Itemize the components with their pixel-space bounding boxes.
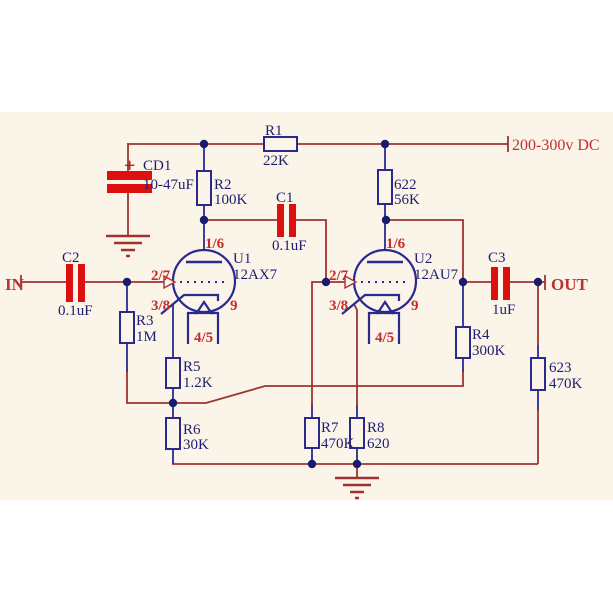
resistor-R8: R8 620 bbox=[349, 417, 390, 452]
r623-ref-label: 623 bbox=[549, 360, 572, 376]
u2-pin-heater-label: 4/5 bbox=[375, 330, 394, 346]
capacitor-C2: C2 0.1uF bbox=[58, 250, 93, 319]
resistor-622: 622 56K bbox=[377, 169, 420, 208]
r7-value-label: 470K bbox=[321, 436, 355, 452]
tube-U1: U1 12AX7 1/6 2/7 3/8 9 4/5 bbox=[151, 236, 278, 346]
resistor-R6: R6 30K bbox=[165, 417, 209, 453]
c3-value-label: 1uF bbox=[492, 302, 515, 318]
r6-ref-label: R6 bbox=[183, 422, 201, 438]
r1-value-label: 22K bbox=[263, 153, 289, 169]
u2-model-label: 12AU7 bbox=[414, 267, 459, 283]
r2-ref-label: R2 bbox=[214, 177, 232, 193]
output-terminal-label: OUT bbox=[551, 275, 589, 294]
grid-arrow-icon bbox=[163, 274, 177, 290]
cd1-value-label: 10-47uF bbox=[143, 177, 194, 193]
resistor-R5: R5 1.2K bbox=[165, 357, 213, 391]
cd1-ref-label: CD1 bbox=[143, 158, 171, 174]
r4-value-label: 300K bbox=[472, 343, 506, 359]
r7-ref-label: R7 bbox=[321, 420, 339, 436]
ground-icon bbox=[335, 476, 379, 500]
resistor-R4: R4 300K bbox=[455, 326, 506, 359]
u1-ref-label: U1 bbox=[233, 251, 251, 267]
u1-pin-grid-label: 2/7 bbox=[151, 268, 171, 284]
r8-value-label: 620 bbox=[367, 436, 390, 452]
grid-arrow-icon bbox=[344, 274, 358, 290]
capacitor-C1: C1 0.1uF bbox=[272, 190, 307, 254]
r622-ref-label: 622 bbox=[394, 177, 417, 193]
resistor-623: 623 470K bbox=[530, 357, 583, 392]
u2-pin-plate-label: 1/6 bbox=[386, 236, 406, 252]
r5-value-label: 1.2K bbox=[183, 375, 213, 391]
cd1-polarity: + bbox=[124, 155, 135, 177]
power-rail-label: 200-300v DC bbox=[512, 137, 600, 154]
u1-pin-plate-label: 1/6 bbox=[205, 236, 225, 252]
c1-value-label: 0.1uF bbox=[272, 238, 307, 254]
capacitor-C3: C3 1uF bbox=[488, 250, 515, 318]
c3-ref-label: C3 bbox=[488, 250, 506, 266]
schematic-canvas bbox=[0, 112, 613, 500]
r622-value-label: 56K bbox=[394, 192, 420, 208]
input-terminal-label: IN bbox=[5, 275, 25, 294]
u1-model-label: 12AX7 bbox=[233, 267, 278, 283]
ground-icon bbox=[106, 234, 150, 258]
resistor-R3: R3 1M bbox=[119, 311, 157, 345]
u2-pin-grid-label: 2/7 bbox=[329, 268, 349, 284]
u1-pin-heater-label: 4/5 bbox=[194, 330, 213, 346]
resistor-R7: R7 470K bbox=[304, 417, 355, 452]
u2-pin-cathode-label: 3/8 bbox=[329, 298, 348, 314]
c2-ref-label: C2 bbox=[62, 250, 80, 266]
junction-dots bbox=[122, 139, 543, 469]
r3-value-label: 1M bbox=[136, 329, 157, 345]
r3-ref-label: R3 bbox=[136, 313, 154, 329]
capacitor-CD1: + CD1 10-47uF bbox=[107, 155, 194, 193]
resistor-R2: R2 100K bbox=[196, 170, 248, 208]
u2-pin-heater-ct-label: 9 bbox=[411, 298, 419, 314]
u2-ref-label: U2 bbox=[414, 251, 432, 267]
r1-ref-label: R1 bbox=[265, 123, 283, 139]
r2-value-label: 100K bbox=[214, 192, 248, 208]
r623-value-label: 470K bbox=[549, 376, 583, 392]
r8-ref-label: R8 bbox=[367, 420, 385, 436]
c2-value-label: 0.1uF bbox=[58, 303, 93, 319]
tube-U2: U2 12AU7 1/6 2/7 3/8 9 4/5 bbox=[329, 236, 459, 346]
u1-pin-cathode-label: 3/8 bbox=[151, 298, 170, 314]
u1-pin-heater-ct-label: 9 bbox=[230, 298, 238, 314]
c1-ref-label: C1 bbox=[276, 190, 294, 206]
r6-value-label: 30K bbox=[183, 437, 209, 453]
resistor-R1: R1 22K bbox=[263, 123, 298, 169]
r5-ref-label: R5 bbox=[183, 359, 201, 375]
r4-ref-label: R4 bbox=[472, 327, 490, 343]
